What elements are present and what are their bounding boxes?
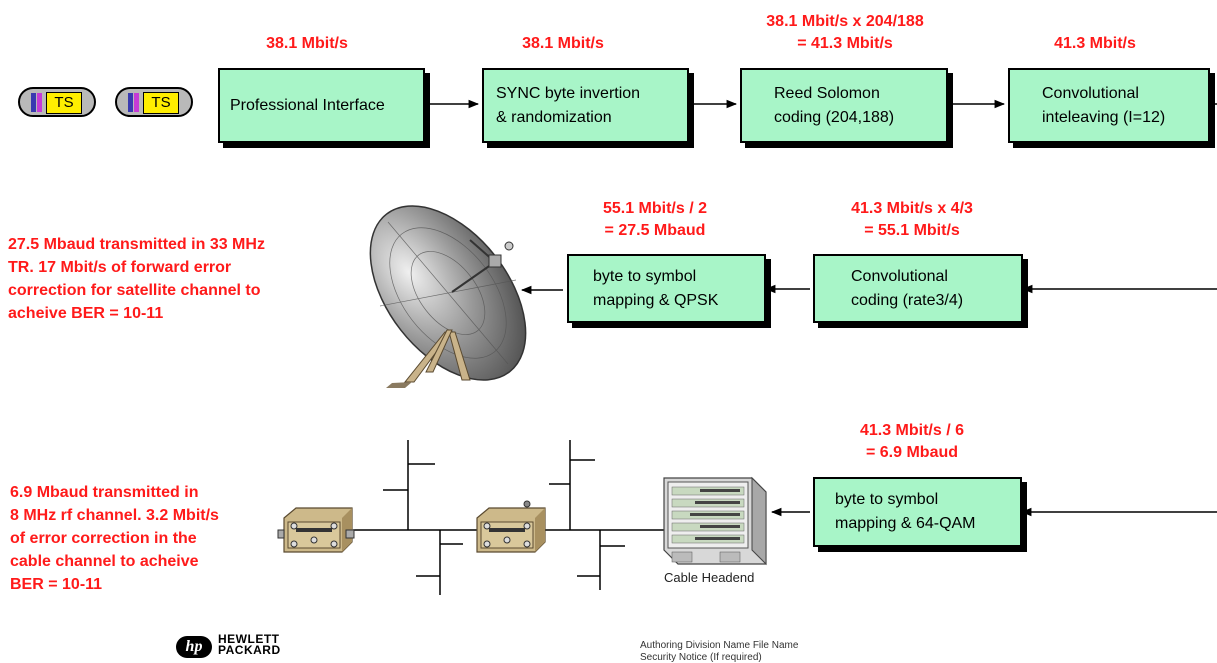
satellite-note: 27.5 Mbaud transmitted in 33 MHz TR. 17 …: [8, 236, 265, 322]
qam-mapping-block: byte to symbol mapping & 64-QAM: [813, 477, 1022, 547]
ts-label: TS: [143, 92, 179, 114]
rate-label: 38.1 Mbit/s: [522, 35, 604, 52]
reed-solomon-block: Reed Solomon coding (204,188): [740, 68, 948, 143]
transport-stream-source-1: TS: [18, 87, 96, 117]
professional-interface-block: Professional Interface: [218, 68, 425, 143]
hp-logo-text: HEWLETT PACKARD: [218, 632, 281, 657]
convolutional-interleaving-block: Convolutional inteleaving (I=12): [1008, 68, 1210, 143]
headend-label: Cable Headend: [664, 570, 755, 585]
rate-label: 41.3 Mbit/s / 6 = 6.9 Mbaud: [859, 422, 965, 461]
qpsk-mapping-block: byte to symbol mapping & QPSK: [567, 254, 766, 323]
cable-tree-icon: [353, 440, 667, 595]
cable-note: 6.9 Mbaud transmitted in 8 MHz rf channe…: [10, 484, 219, 593]
footer-meta-line1: Authoring Division Name File Name: [640, 640, 799, 651]
ts-label: TS: [46, 92, 82, 114]
convolutional-coding-block: Convolutional coding (rate3/4): [813, 254, 1023, 323]
rate-label: 55.1 Mbit/s / 2 = 27.5 Mbaud: [602, 200, 708, 239]
rate-label: 41.3 Mbit/s: [1054, 35, 1136, 52]
hp-logo-icon: hp: [176, 636, 212, 658]
rate-label: 41.3 Mbit/s x 4/3 = 55.1 Mbit/s: [851, 200, 973, 239]
sync-randomization-block: SYNC byte invertion & randomization: [482, 68, 689, 143]
transport-stream-source-2: TS: [115, 87, 193, 117]
rate-label: 38.1 Mbit/s x 204/188 = 41.3 Mbit/s: [766, 13, 924, 52]
rate-label: 38.1 Mbit/s: [266, 35, 348, 52]
